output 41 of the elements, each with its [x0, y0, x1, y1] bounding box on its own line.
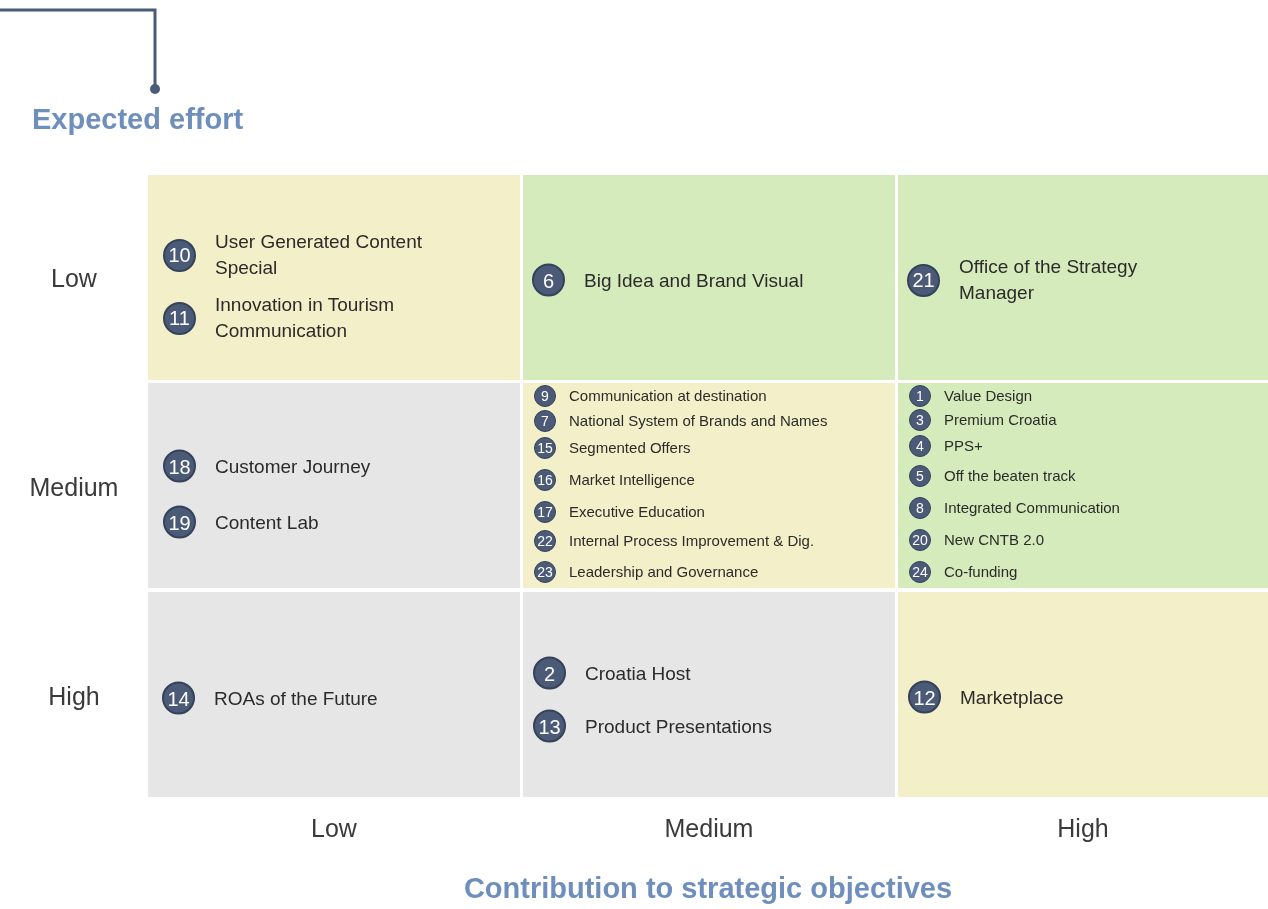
axis-label: Low [310, 813, 358, 844]
axis-label: Low [50, 263, 98, 294]
item-label: Customer Journey [215, 454, 371, 479]
item-label: New CNTB 2.0 [944, 531, 1045, 549]
item-label: National System of Brands and Names [569, 412, 828, 430]
matrix-cell [523, 175, 895, 380]
item-label: Co-funding [944, 563, 1018, 581]
matrix-cell [523, 592, 895, 797]
item-label: Internal Process Improvement & Dig. [569, 532, 815, 550]
matrix-cell [148, 592, 520, 797]
axis-label: High [47, 681, 101, 712]
axis-label: High [1056, 813, 1110, 844]
item-label: Premium Croatia [944, 411, 1057, 429]
item-label: Segmented Offers [569, 439, 691, 457]
item-label: Executive Education [569, 503, 705, 521]
axis-title: Contribution to strategic objectives [462, 871, 954, 906]
item-label: Croatia Host [585, 661, 691, 685]
item-label: ROAs of the Future [214, 686, 378, 710]
item-label: User Generated Content Special [215, 230, 423, 280]
matrix-cell [898, 383, 1268, 588]
item-label: Integrated Communication [944, 499, 1120, 517]
axis-label: Medium [663, 813, 755, 844]
item-label: Value Design [944, 387, 1033, 405]
item-label: Big Idea and Brand Visual [584, 268, 804, 293]
matrix-cell [523, 383, 895, 588]
item-label: Leadership and Governance [569, 563, 759, 581]
axis-title: Expected effort [32, 102, 244, 137]
item-label: Communication at destination [569, 387, 767, 405]
item-label: Market Intelligence [569, 471, 695, 489]
item-label: PPS+ [944, 437, 983, 455]
matrix-cell [898, 175, 1268, 380]
axis-label: Medium [28, 472, 120, 503]
item-label: Marketplace [960, 685, 1064, 710]
item-label: Office of the Strategy Manager [959, 255, 1139, 305]
matrix-cell [148, 383, 520, 588]
item-label: Content Lab [215, 510, 319, 534]
matrix-cell [898, 592, 1268, 797]
item-label: Off the beaten track [944, 467, 1076, 485]
matrix-cell [148, 175, 520, 380]
item-label: Product Presentations [585, 714, 772, 738]
item-label: Innovation in Tourism Communication [215, 293, 396, 343]
